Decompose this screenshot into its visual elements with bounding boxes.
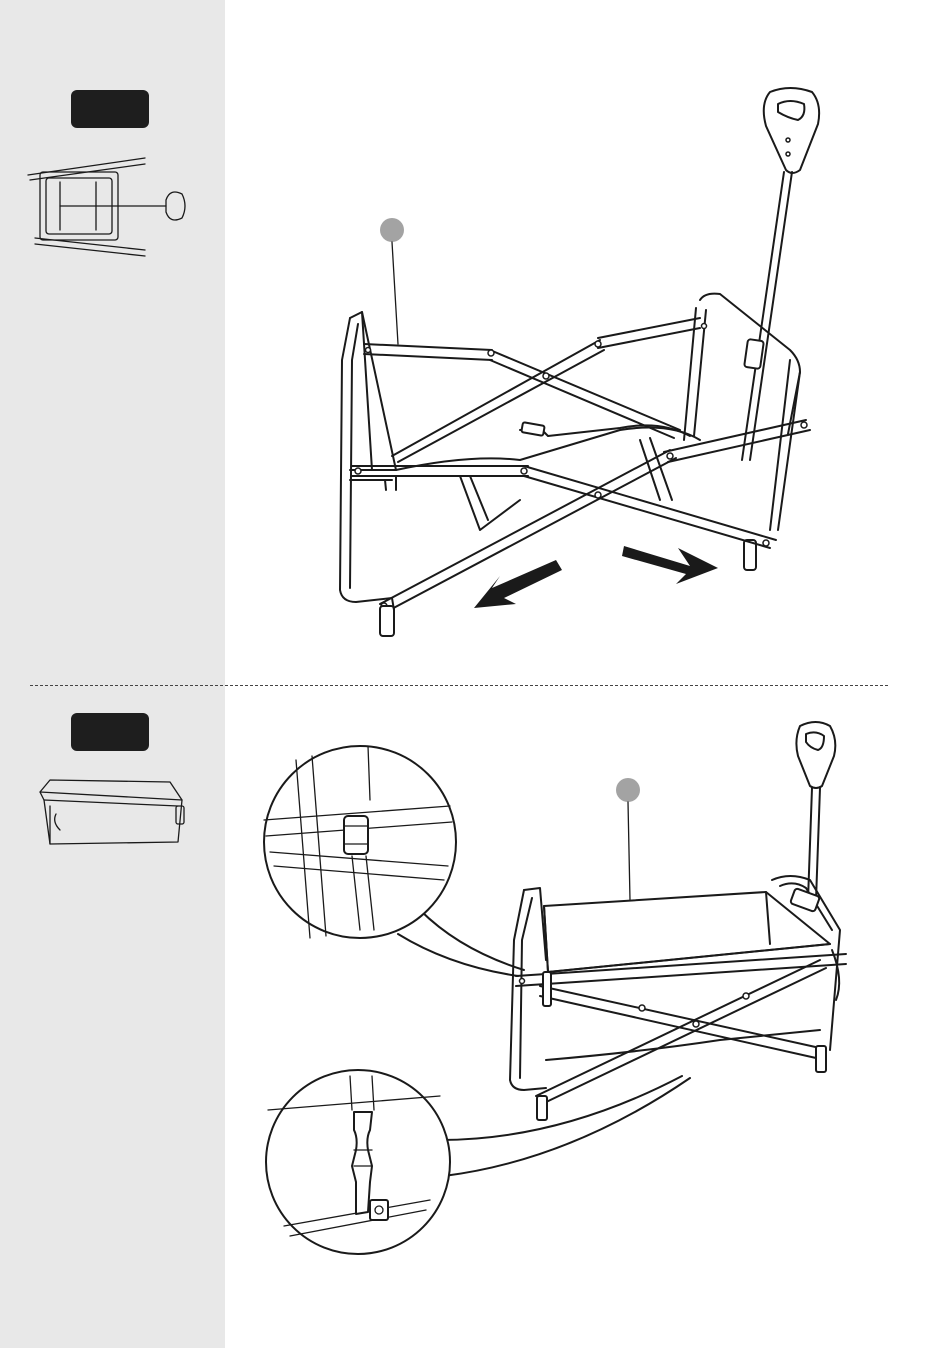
wagon-basket-install (264, 722, 846, 1254)
fabric-basket-thumbnail (40, 780, 184, 844)
wagon-frame-unfolding (340, 88, 819, 636)
folded-frame-thumbnail (28, 158, 185, 256)
